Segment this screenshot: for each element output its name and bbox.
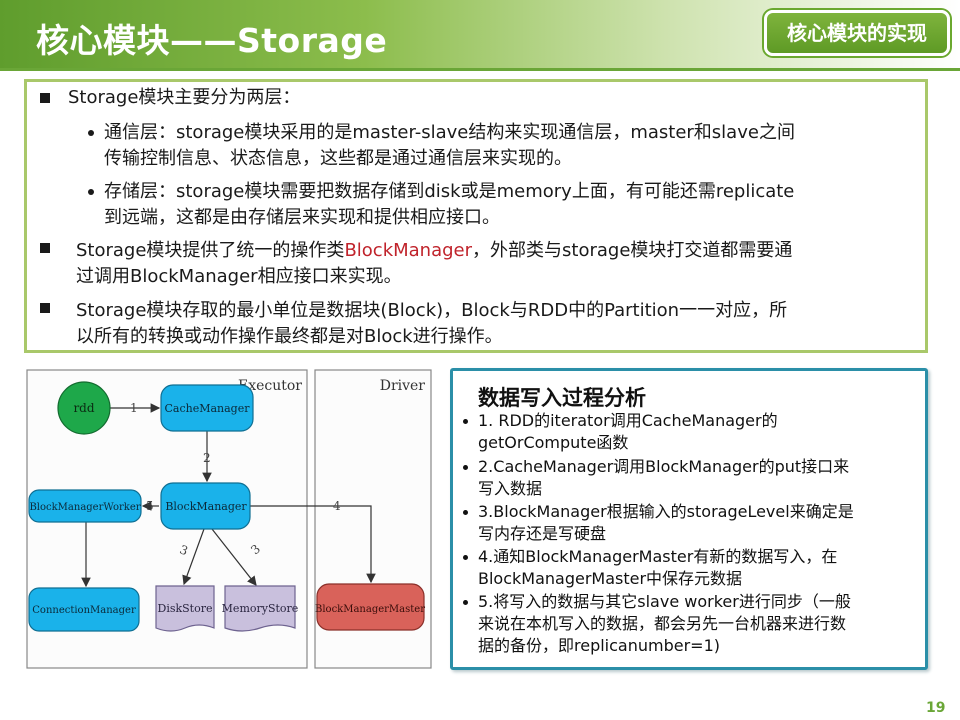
- slide-title: 核心模块——Storage: [36, 21, 388, 60]
- bullet-dot: [88, 130, 94, 136]
- node-rdd: [57, 381, 111, 435]
- page-number: 19: [926, 700, 946, 716]
- header-divider: [0, 68, 960, 71]
- analysis-item-3-line-1: 3.BlockManager根据输入的storageLevel来确定是: [478, 502, 854, 521]
- intro-sub-1-line-1: 通信层：storage模块采用的是master-slave结构来实现通信层，ma…: [104, 122, 795, 143]
- intro-box: [24, 79, 928, 353]
- bullet-dot: [463, 600, 468, 605]
- analysis-title: 数据写入过程分析: [478, 386, 646, 410]
- edge-label-4: 4: [333, 499, 341, 513]
- storage-architecture-diagram: Executor Driver 1 2 3 3 4 5 rdd CacheMan…: [26, 369, 432, 669]
- bullet-dot: [463, 465, 468, 470]
- node-diskstore: [155, 585, 215, 632]
- edge-label-5: 5: [146, 499, 154, 513]
- analysis-item-3-line-2: 写内存还是写硬盘: [478, 524, 607, 543]
- edge-blockmanager-master: [250, 505, 376, 584]
- analysis-item-5-line-1: 5.将写入的数据与其它slave worker进行同步（一般: [478, 592, 851, 611]
- node-blockmanagermaster-label: BlockManagerMaster: [315, 604, 425, 615]
- driver-label: Driver: [380, 378, 426, 394]
- node-blockmanager: [160, 482, 251, 530]
- bullet-dot: [463, 419, 468, 424]
- intro-bullet-1: Storage模块主要分为两层：: [68, 87, 301, 108]
- bullet-square: [40, 243, 50, 253]
- analysis-item-1-line-1: 1. RDD的iterator调用CacheManager的: [478, 411, 778, 430]
- node-cachemanager: [160, 384, 254, 432]
- intro-bullet-3-line-2: 以所有的转换或动作操作最终都是对Block进行操作。: [76, 326, 503, 347]
- node-memorystore: [224, 585, 296, 632]
- analysis-item-4-line-2: BlockManagerMaster中保存元数据: [478, 569, 743, 588]
- bullet-dot: [463, 510, 468, 515]
- intro-bullet-2-post: ，外部类与storage模块打交道都需要通: [472, 240, 793, 261]
- node-blockmanagerworker-label: BlockManagerWorker: [29, 502, 140, 513]
- node-connectionmanager: [28, 587, 140, 632]
- analysis-item-5-line-3: 据的备份，即replicanumber=1): [478, 636, 720, 655]
- analysis-box: [450, 368, 928, 670]
- analysis-item-2-line-1: 2.CacheManager调用BlockManager的put接口来: [478, 457, 850, 476]
- edge-label-2: 2: [203, 451, 211, 465]
- edge-blockmanager-diskstore: [182, 528, 205, 586]
- node-diskstore-label: DiskStore: [158, 602, 213, 615]
- bullet-square: [40, 93, 50, 103]
- node-connectionmanager-label: ConnectionManager: [32, 605, 136, 616]
- bullet-dot: [88, 189, 94, 195]
- section-badge: 核心模块的实现: [764, 10, 950, 56]
- block-manager-highlight: BlockManager: [344, 240, 473, 261]
- edge-label-1: 1: [130, 401, 138, 415]
- bullet-square: [40, 303, 50, 313]
- analysis-item-1-line-2: getOrCompute函数: [478, 433, 629, 452]
- analysis-item-4-line-1: 4.通知BlockManagerMaster有新的数据写入，在: [478, 547, 838, 566]
- edge-label-3a: 3: [178, 542, 190, 558]
- intro-sub-2-line-1: 存储层：storage模块需要把数据存储到disk或是memory上面，有可能还…: [104, 181, 795, 202]
- node-blockmanager-label: BlockManager: [165, 500, 247, 513]
- intro-sub-2-line-2: 到远端，这都是由存储层来实现和提供相应接口。: [104, 207, 500, 228]
- intro-bullet-2-line-1: Storage模块提供了统一的操作类BlockManager，外部类与stora…: [76, 238, 792, 263]
- intro-bullet-3-line-1: Storage模块存取的最小单位是数据块(Block)，Block与RDD中的P…: [76, 300, 788, 321]
- node-cachemanager-label: CacheManager: [164, 402, 250, 415]
- intro-sub-1-line-2: 传输控制信息、状态信息，这些都是通过通信层来实现的。: [104, 148, 572, 169]
- node-blockmanagermaster: [316, 583, 425, 631]
- bullet-dot: [463, 555, 468, 560]
- executor-label: Executor: [238, 378, 302, 394]
- node-memorystore-label: MemoryStore: [222, 602, 299, 615]
- node-blockmanagerworker: [28, 489, 142, 523]
- intro-bullet-2-pre: Storage模块提供了统一的操作类: [76, 240, 345, 261]
- edge-blockmanager-memorystore: [211, 528, 257, 586]
- node-rdd-label: rdd: [73, 401, 94, 415]
- analysis-item-5-line-2: 来说在本机写入的数据，都会另先一台机器来进行数: [478, 614, 847, 633]
- intro-bullet-2-line-2: 过调用BlockManager相应接口来实现。: [76, 266, 402, 287]
- analysis-item-2-line-2: 写入数据: [478, 479, 543, 498]
